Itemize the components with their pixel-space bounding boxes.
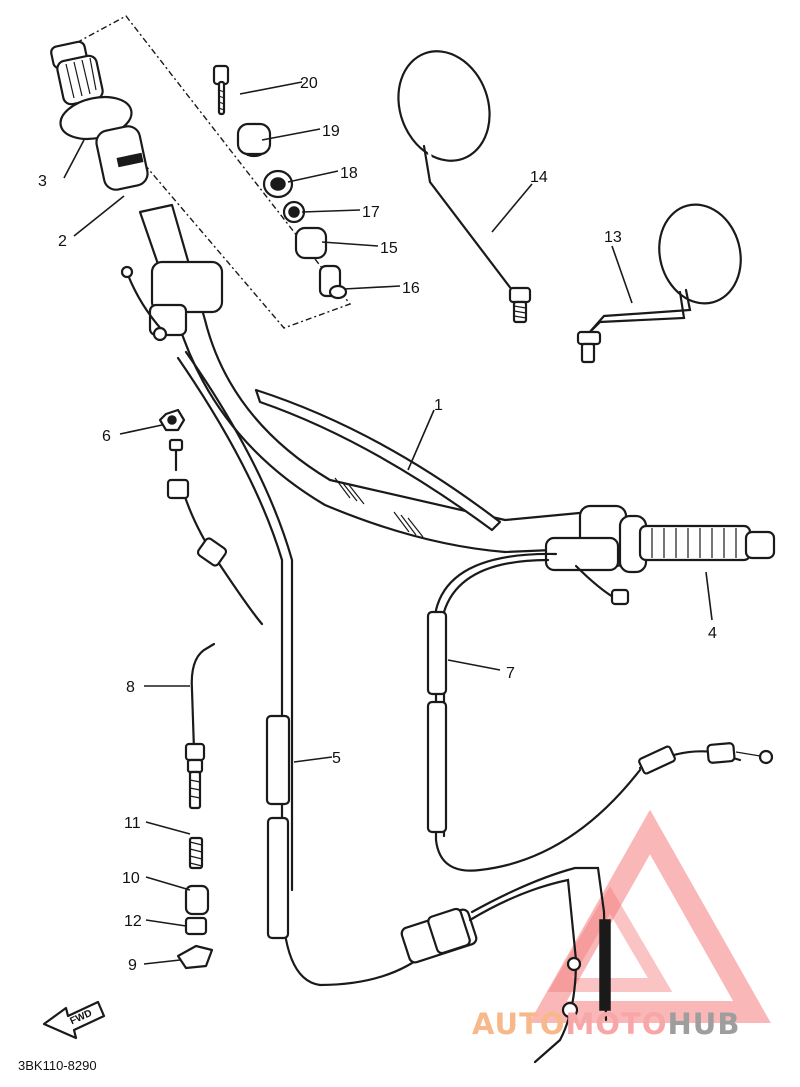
handlebar	[138, 203, 602, 554]
callout-12: 12	[124, 913, 142, 930]
left-grip-assembly	[50, 40, 224, 342]
watermark-auto: AUTO	[472, 1007, 566, 1041]
callout-1: 1	[434, 397, 443, 414]
callout-20: 20	[300, 75, 318, 92]
callout-11: 11	[124, 815, 141, 832]
watermark-logo	[529, 809, 771, 1023]
callout-4: 4	[708, 625, 717, 642]
right-grip-assembly	[544, 504, 776, 606]
callout-10: 10	[122, 870, 140, 887]
nut	[158, 408, 186, 472]
callout-5: 5	[332, 750, 341, 767]
leader-lines	[63, 81, 713, 965]
throttle-cable	[176, 350, 611, 1064]
callout-6: 6	[102, 428, 111, 445]
left-mirror	[397, 50, 532, 324]
right-mirror	[576, 203, 742, 364]
callout-14: 14	[530, 169, 548, 186]
bar-end-stack	[212, 64, 348, 300]
callout-3: 3	[38, 173, 47, 190]
exploded-view-outline	[50, 15, 352, 329]
callout-13: 13	[604, 229, 622, 246]
watermark-moto: MOTO	[566, 1007, 668, 1041]
choke-cable	[166, 478, 264, 970]
callout-labels: 20 19 18 17 15 16 3 2 14 13 1 4 6 7 8 5 …	[38, 75, 717, 974]
callout-16: 16	[402, 280, 420, 297]
fwd-arrow: FWD	[42, 1000, 106, 1040]
watermark-text: AUTOMOTOHUB	[472, 1007, 740, 1041]
watermark-hub: HUB	[668, 1007, 741, 1041]
clutch-cable	[426, 552, 774, 872]
callout-15: 15	[380, 240, 398, 257]
callout-9: 9	[128, 957, 137, 974]
watermark-triangle	[529, 809, 771, 1023]
callout-18: 18	[340, 165, 358, 182]
callout-7: 7	[506, 665, 515, 682]
callout-2: 2	[58, 233, 67, 250]
callout-8: 8	[126, 679, 135, 696]
callout-19: 19	[322, 123, 340, 140]
diagram-code: 3BK110-8290	[18, 1058, 97, 1073]
callout-17: 17	[362, 204, 380, 221]
